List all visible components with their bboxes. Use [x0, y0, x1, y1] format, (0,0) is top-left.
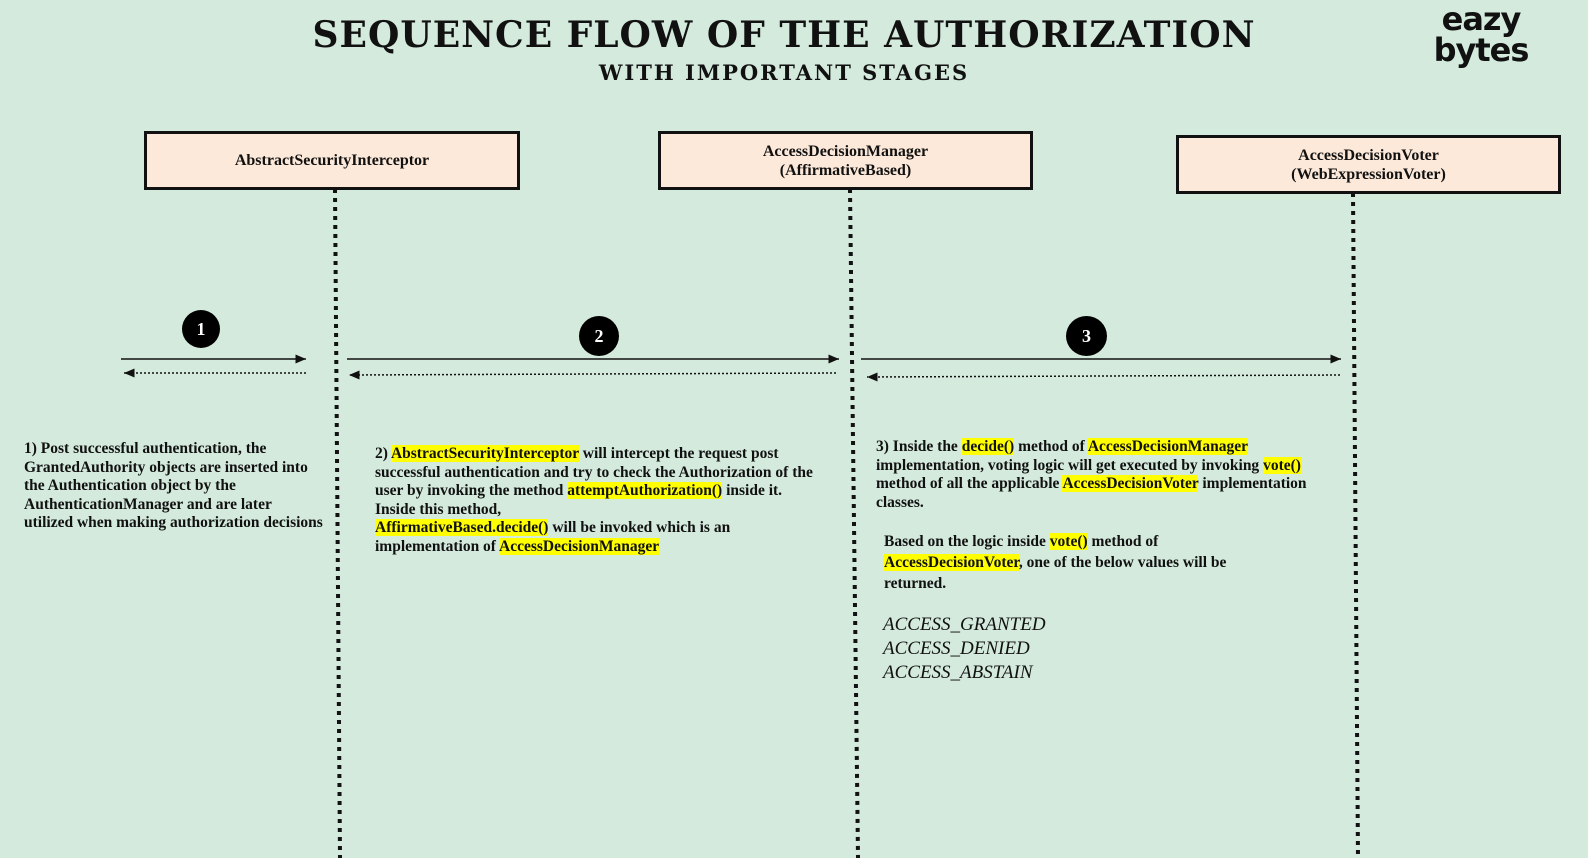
participant-access-decision-voter: AccessDecisionVoter (WebExpressionVoter) [1176, 135, 1561, 194]
step-badge-3: 3 [1066, 316, 1107, 356]
participant-abstract-security-interceptor: AbstractSecurityInterceptor [144, 131, 520, 190]
step3-prefix: 3) Inside the [876, 438, 962, 455]
step3-p2-text-2: , one of the below values will be return… [884, 554, 1227, 592]
return-value-granted: ACCESS_GRANTED [883, 614, 1046, 635]
step3-text-2: implementation, voting logic will get ex… [876, 456, 1264, 474]
step2-highlight-attempt-authorization: attemptAuthorization() [567, 482, 723, 499]
page-subtitle: WITH IMPORTANT STAGES [598, 60, 970, 85]
step3-p2-text-1: method of [1087, 533, 1159, 550]
step2-text-3: will be invoked which is an implementati… [375, 519, 731, 555]
return-value-denied: ACCESS_DENIED [883, 638, 1030, 659]
lifeline-access-decision-manager [848, 188, 860, 858]
step3-response-arrow [866, 372, 1341, 382]
step3-highlight-access-decision-voter: AccessDecisionVoter [1062, 475, 1199, 492]
step2-highlight-affirmative-decide: AffirmativeBased.decide() [375, 519, 549, 536]
step3-p2-highlight-vote: vote() [1049, 533, 1088, 550]
step3-description: 3) Inside the decide() method of AccessD… [876, 438, 1331, 512]
step3-text-3: method of all the applicable [876, 475, 1063, 492]
logo-line-1: eazy [1441, 0, 1522, 38]
step1-description: 1) Post successful authentication, the G… [24, 440, 323, 531]
step2-text-1: will intercept the request post successf… [375, 445, 813, 499]
step3-p2-prefix: Based on the logic inside [884, 533, 1050, 550]
step3-highlight-vote: vote() [1263, 456, 1301, 474]
step-badge-1: 1 [182, 310, 220, 348]
step3-highlight-decide: decide() [961, 438, 1015, 455]
step2-description: 2) AbstractSecurityInterceptor will inte… [375, 445, 815, 556]
step3-p2-highlight-access-decision-voter: AccessDecisionVoter [884, 554, 1019, 571]
step2-highlight-interceptor: AbstractSecurityInterceptor [390, 445, 579, 462]
step3-text-1: method of [1014, 438, 1088, 455]
step2-highlight-access-decision-manager: AccessDecisionManager [499, 537, 660, 555]
step2-response-arrow [348, 370, 837, 380]
participant-subname: (AffirmativeBased) [779, 161, 912, 179]
step3-text-4: implementation classes. [876, 475, 1307, 511]
participant-name: AccessDecisionManager [762, 142, 929, 160]
participant-name: AccessDecisionVoter [1298, 146, 1439, 164]
page-title: SEQUENCE FLOW OF THE AUTHORIZATION [312, 14, 1256, 56]
participant-subname: (WebExpressionVoter) [1291, 165, 1446, 183]
step-badge-2: 2 [579, 316, 619, 356]
step3-return-description: Based on the logic inside vote() method … [884, 531, 1269, 594]
lifeline-abstract-security-interceptor [333, 188, 342, 858]
return-value-abstain: ACCESS_ABSTAIN [883, 662, 1033, 683]
participant-access-decision-manager: AccessDecisionManager (AffirmativeBased) [658, 131, 1033, 190]
lifeline-access-decision-voter [1351, 192, 1360, 858]
step3-highlight-access-decision-manager: AccessDecisionManager [1087, 438, 1248, 455]
participant-name: AbstractSecurityInterceptor [234, 152, 430, 169]
step2-prefix: 2) [375, 445, 391, 462]
logo-line-2: bytes [1433, 31, 1530, 69]
eazybytes-logo: eazy bytes [1420, 0, 1542, 69]
return-values-list: ACCESS_GRANTED ACCESS_DENIED ACCESS_ABST… [883, 613, 1046, 685]
step2-text-2: inside it. Inside this method, [375, 482, 783, 518]
